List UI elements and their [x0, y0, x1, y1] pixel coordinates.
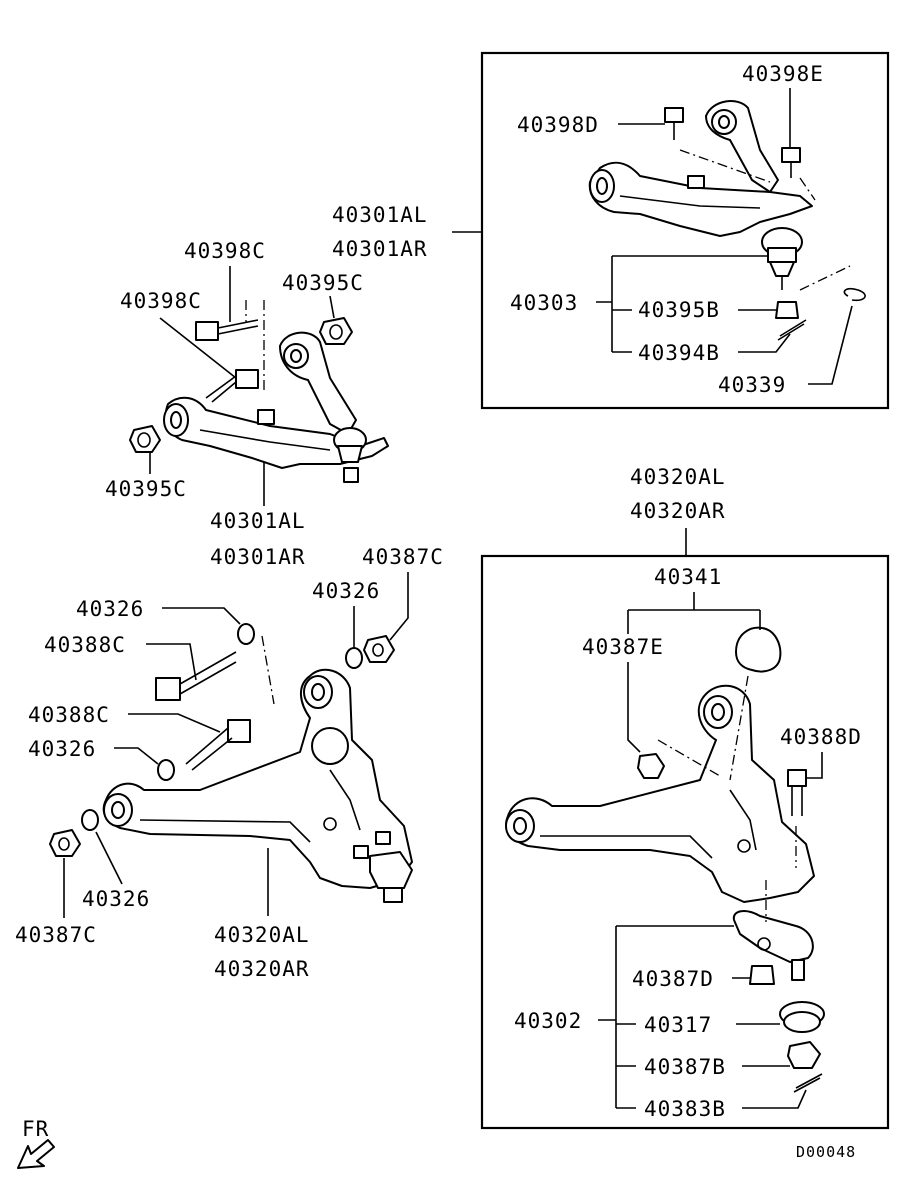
label-40326-mid: 40326 [28, 737, 96, 761]
lower-arm-exploded-drawing [49, 623, 413, 903]
label-40387c-bottom: 40387C [15, 923, 97, 947]
label-40398d: 40398D [517, 113, 599, 137]
front-arrow-icon [17, 1139, 55, 1169]
label-40383b: 40383B [644, 1097, 726, 1121]
bracket-40341 [627, 592, 761, 634]
label-40326-bottom: 40326 [82, 887, 150, 911]
leader-40387e [627, 662, 641, 753]
label-40301al-exploded: 40301AL [210, 509, 306, 533]
bracket-40303 [596, 255, 768, 353]
label-40398c-left: 40398C [120, 289, 202, 313]
label-40320ar-detail: 40320AR [630, 499, 726, 523]
leader-40395c-top [329, 295, 335, 319]
label-40388c-top: 40388C [44, 633, 126, 657]
label-40395c-left: 40395C [105, 477, 187, 501]
label-40317: 40317 [644, 1013, 712, 1037]
lower-arm-detail-box [480, 554, 890, 1130]
label-40326-top-right: 40326 [312, 579, 380, 603]
label-40387b: 40387B [644, 1055, 726, 1079]
label-40339: 40339 [718, 373, 786, 397]
leader-40383b [742, 1089, 807, 1109]
lower-arm-detail-drawing [505, 626, 825, 1093]
leader-40394b [738, 333, 791, 353]
label-40320al-exploded: 40320AL [214, 923, 310, 947]
label-40303: 40303 [510, 291, 578, 315]
label-40388d: 40388D [780, 725, 862, 749]
label-40387c-top: 40387C [362, 545, 444, 569]
orientation-label: FR [22, 1117, 49, 1141]
label-40326-top-left: 40326 [76, 597, 144, 621]
diagram-id: D00048 [796, 1143, 856, 1161]
label-40320al-detail: 40320AL [630, 465, 726, 489]
label-40395c-top: 40395C [282, 271, 364, 295]
label-40341: 40341 [654, 565, 722, 589]
label-40398c-top: 40398C [184, 239, 266, 263]
label-40394b: 40394B [638, 341, 720, 365]
label-40301ar-detail: 40301AR [332, 237, 428, 261]
label-40301ar-exploded: 40301AR [210, 545, 306, 569]
label-40388c-mid: 40388C [28, 703, 110, 727]
leader-40388c-top [146, 643, 197, 681]
label-40395b: 40395B [638, 298, 720, 322]
leader-40326-bottom [95, 831, 123, 885]
leader-40388c-mid [128, 713, 221, 733]
label-40301al-detail: 40301AL [332, 203, 428, 227]
label-40320ar-exploded: 40320AR [214, 957, 310, 981]
leader-40387c-top [389, 572, 409, 641]
label-40302: 40302 [514, 1009, 582, 1033]
label-40387e: 40387E [582, 635, 664, 659]
leader-40388d [806, 752, 823, 779]
leader-40326-mid [114, 747, 159, 765]
upper-arm-exploded-drawing [129, 300, 389, 483]
upper-arm-detail-drawing [588, 100, 866, 341]
upper-arm-detail-box [480, 51, 890, 410]
bracket-40302 [598, 925, 734, 1109]
label-40387d: 40387D [632, 967, 714, 991]
leader-40398c-left [159, 317, 237, 379]
leader-40326-top-left [162, 607, 241, 625]
label-40398e: 40398E [742, 62, 824, 86]
leader-40339 [808, 305, 853, 385]
